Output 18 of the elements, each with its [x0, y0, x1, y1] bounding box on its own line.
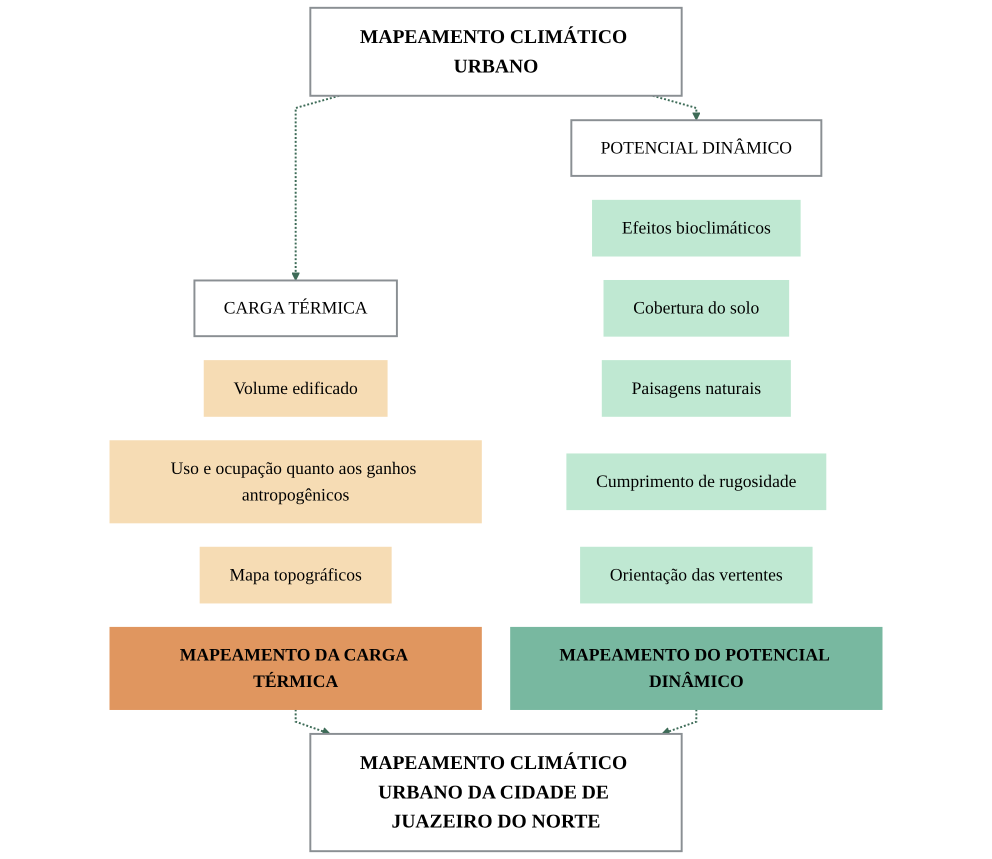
node-box: Mapa topográficos [200, 546, 392, 604]
node-box: Orientação das vertentes [580, 546, 813, 604]
node-box: MAPEAMENTO CLIMÁTICO URBANO [309, 6, 683, 97]
node-box: Paisagens naturais [602, 360, 791, 417]
node-box: MAPEAMENTO DO POTENCIAL DINÂMICO [510, 626, 882, 710]
node-box: Efeitos bioclimáticos [592, 200, 801, 257]
node-box: Cobertura do solo [604, 280, 790, 337]
node-box: MAPEAMENTO DA CARGA TÉRMICA [110, 626, 482, 710]
arrow [661, 709, 698, 736]
arrow [291, 94, 340, 281]
node-box: Volume edificado [204, 360, 388, 417]
node-box: CARGA TÉRMICA [193, 280, 398, 338]
arrow [652, 94, 701, 121]
arrow [294, 709, 331, 736]
node-box: Uso e ocupação quanto aos ganhos antropogênicos [110, 440, 482, 524]
node-box: Cumprimento de rugosidade [566, 453, 826, 510]
node-box: POTENCIAL DINÂMICO [570, 119, 822, 177]
node-box: MAPEAMENTO CLIMÁTICO URBANO DA CIDADE DE JUAZEIRO DO NORTE [309, 732, 683, 852]
